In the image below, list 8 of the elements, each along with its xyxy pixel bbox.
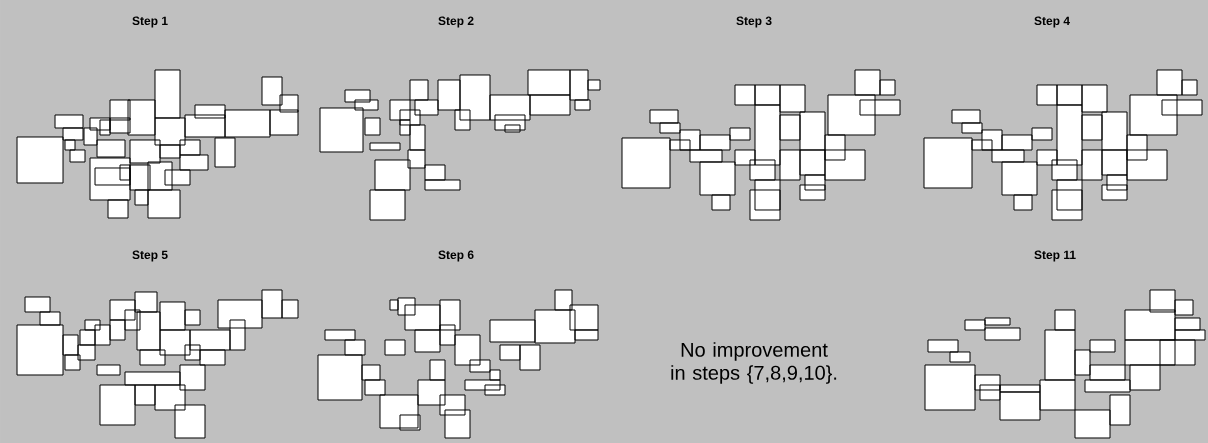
step-label: Step 5: [132, 250, 168, 262]
step-label: Step 3: [736, 16, 772, 28]
step-label: Step 11: [1034, 250, 1076, 262]
step-label: Step 2: [438, 16, 474, 28]
step-label: Step 6: [438, 250, 474, 262]
note-text: No improvement in steps {7,8,9,10}.: [671, 342, 837, 384]
step-label: Step 1: [132, 16, 168, 28]
step-label: Step 4: [1034, 16, 1070, 28]
